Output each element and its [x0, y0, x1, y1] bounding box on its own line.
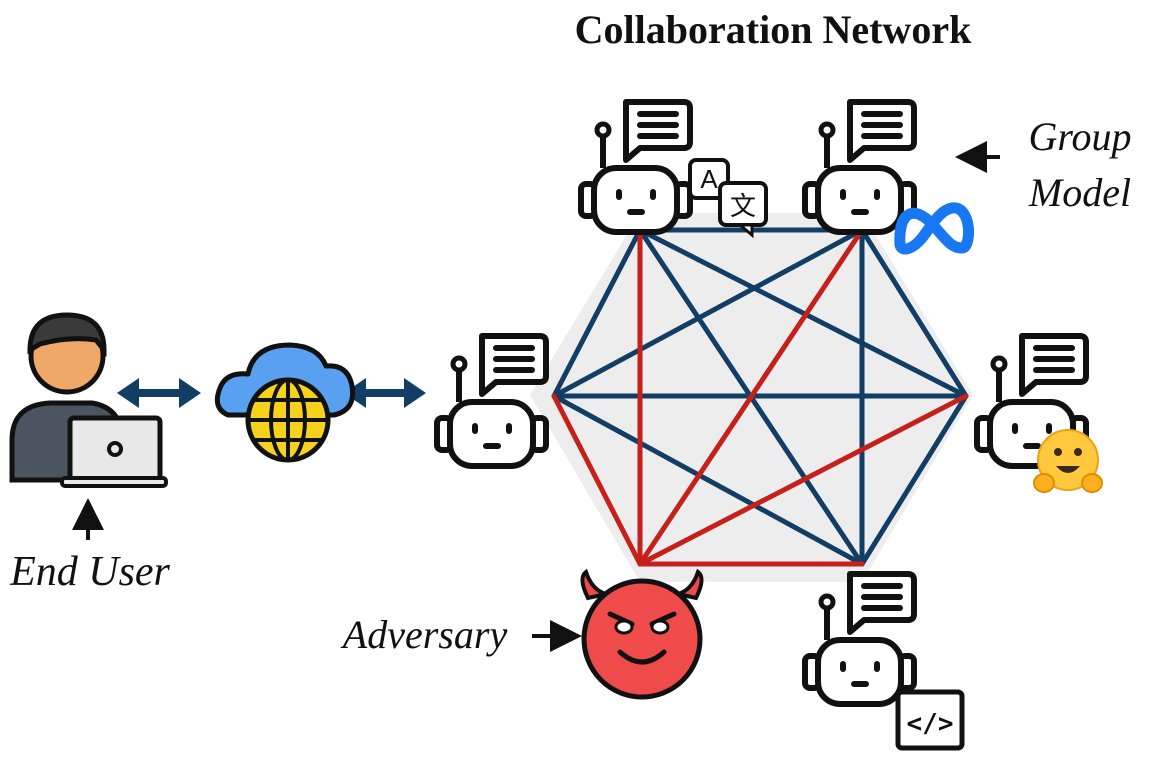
hugging-face-icon — [1033, 429, 1103, 493]
translate-icon: A 文 — [688, 158, 768, 239]
agent-robot-translator[interactable] — [581, 102, 690, 232]
user-cloud-double-arrow — [117, 378, 201, 408]
edge-top-left-left — [551, 227, 643, 399]
code-icon: </> — [895, 689, 965, 751]
edge-left-bottom-left — [551, 393, 643, 567]
group-model-label-line2: Model — [1028, 170, 1131, 215]
edge-top-right-left — [551, 227, 865, 399]
agent-robot-entry[interactable] — [437, 336, 546, 466]
svg-text:</>: </> — [907, 709, 954, 739]
agent-robot-coder[interactable] — [805, 574, 914, 704]
adversary-label: Adversary — [340, 612, 508, 657]
group-model-label-line1: Group — [1029, 114, 1132, 159]
diagram-title: Collaboration Network — [575, 7, 972, 52]
edge-top-right-right — [859, 227, 969, 399]
agent-robot-meta[interactable] — [805, 102, 914, 232]
edge-right-bottom-right — [859, 393, 969, 567]
edge-right-bottom-left — [637, 393, 969, 567]
end-user-icon — [9, 312, 168, 488]
cloud-agent-double-arrow — [344, 378, 426, 408]
adversary-devil-icon — [580, 568, 704, 700]
cloud-globe-icon — [214, 342, 356, 463]
svg-text:文: 文 — [730, 192, 756, 222]
edge-top-left-right — [637, 227, 969, 399]
end-user-label: End User — [9, 549, 170, 595]
edge-left-bottom-right — [551, 393, 865, 567]
meta-logo-icon — [894, 202, 975, 255]
network-edges — [551, 227, 969, 567]
edge-top-right-bottom-left — [637, 227, 865, 567]
svg-text:A: A — [700, 164, 718, 194]
